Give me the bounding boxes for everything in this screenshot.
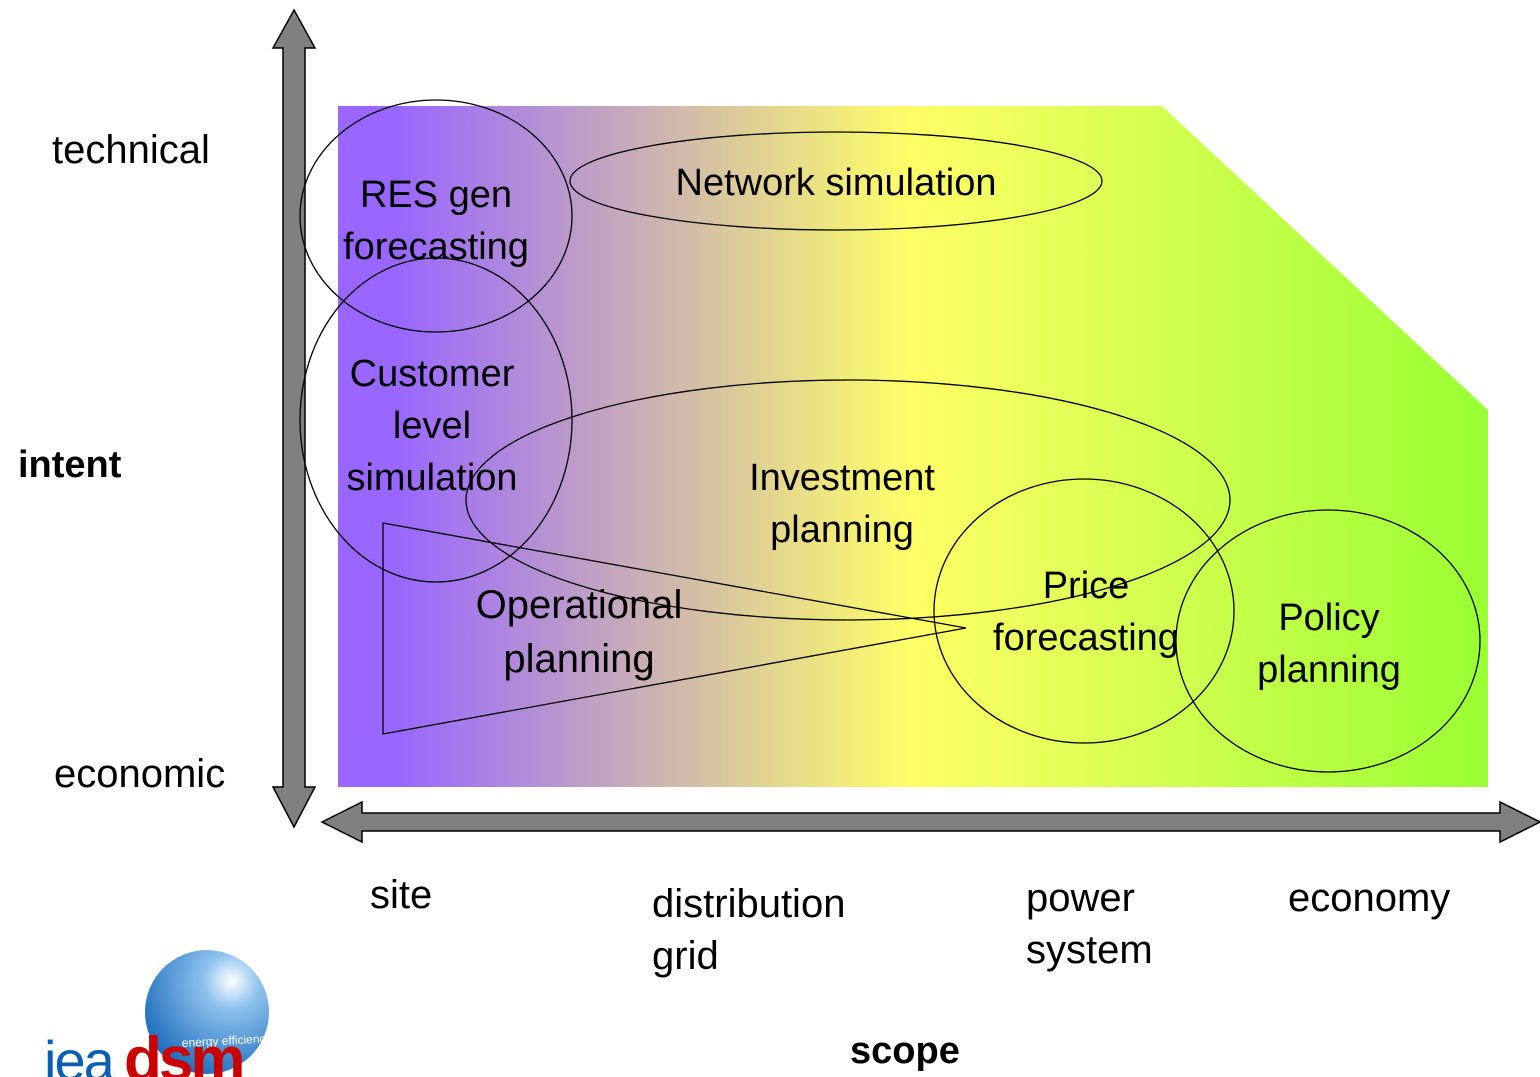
scope-intent-region [338, 106, 1488, 787]
region-label-operational-planning: Operational planning [476, 583, 683, 681]
tick-line: distribution [652, 882, 846, 926]
tick-line: power [1026, 876, 1135, 920]
scope-tick-power-system: power system [1026, 872, 1153, 976]
region-label-line: planning [770, 509, 914, 551]
tick-line: system [1026, 928, 1153, 972]
network-simulation-ellipse [569, 131, 1103, 231]
region-label-line: Policy [1278, 597, 1379, 639]
logo-dsm-text: dsm [124, 1025, 242, 1077]
intent-top-label: technical [52, 128, 210, 172]
region-label-line: planning [1257, 649, 1401, 691]
region-label-investment-planning: Investment planning [749, 457, 935, 551]
intent-axis-arrow [271, 8, 317, 829]
investment-planning-ellipse [465, 379, 1231, 621]
region-label-line: Investment [749, 457, 935, 499]
scope-axis-arrow [320, 800, 1540, 844]
region-label-customer-simulation: Customer level simulation [346, 353, 517, 499]
region-label-network-simulation: Network simulation [676, 162, 997, 204]
scope-axis-title: scope [850, 1030, 960, 1072]
region-label-line: RES gen [360, 174, 512, 216]
region-label-line: level [393, 405, 471, 447]
iea-dsm-logo: energy efficiency iea dsm [44, 950, 272, 1077]
region-label-price-forecasting: Price forecasting [993, 565, 1179, 659]
region-label-line: Customer [350, 353, 515, 395]
region-label-line: simulation [346, 457, 517, 499]
region-label-policy-planning: Policy planning [1257, 597, 1401, 691]
res-gen-ellipse [299, 99, 573, 333]
tick-line: site [370, 873, 433, 917]
region-label-line: forecasting [343, 226, 529, 268]
intent-bottom-label: economic [54, 752, 226, 796]
scope-tick-economy: economy [1288, 872, 1450, 924]
scope-tick-site: site [370, 869, 432, 921]
customer-simulation-ellipse [299, 257, 573, 583]
policy-planning-ellipse [1175, 509, 1481, 773]
region-label-line: Price [1043, 565, 1130, 607]
logo-tagline: energy efficiency [181, 1031, 271, 1050]
region-label-line: Operational [476, 583, 683, 627]
intent-axis-title: intent [18, 444, 122, 486]
region-label-line: forecasting [993, 617, 1179, 659]
tick-line: economy [1288, 876, 1451, 920]
tick-line: grid [652, 934, 719, 978]
logo-iea-text: iea [44, 1029, 116, 1077]
operational-planning-triangle [382, 522, 967, 735]
logo-globe-icon [145, 950, 269, 1074]
scope-tick-distribution: distribution grid [652, 878, 845, 982]
region-label-res-gen: RES gen forecasting [343, 174, 529, 268]
region-label-line: planning [503, 637, 654, 681]
price-forecasting-ellipse [933, 478, 1235, 744]
region-label-line: Network simulation [676, 162, 997, 204]
